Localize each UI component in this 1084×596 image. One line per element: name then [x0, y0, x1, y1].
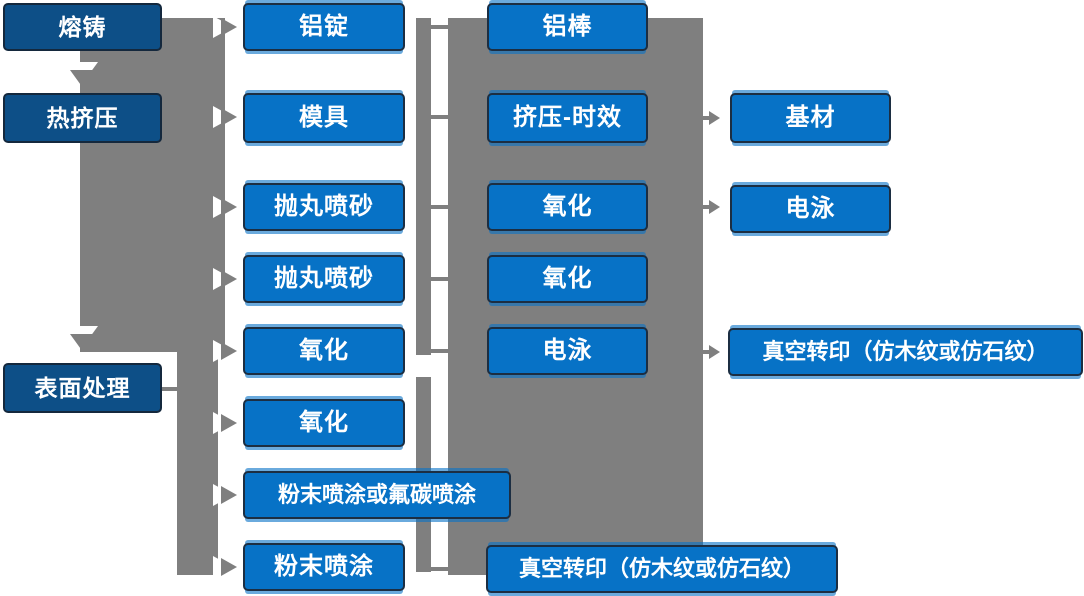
arrow-right-icon — [221, 270, 237, 288]
arrow-right-icon — [709, 200, 720, 214]
node-yanghua-c3a: 氧化 — [487, 183, 648, 231]
arrow-right-icon — [221, 198, 237, 216]
arrow-right-icon — [221, 558, 237, 576]
connector-surface-trunk — [177, 352, 218, 575]
arrow-down-icon — [70, 334, 96, 352]
arrow-right-icon — [221, 342, 237, 360]
arrow-right-icon — [221, 18, 237, 36]
connector-left-block — [80, 18, 225, 352]
node-paowan-1: 抛丸喷砂 — [243, 183, 405, 231]
arrow-stem — [703, 350, 710, 354]
connector-link-row8 — [431, 567, 448, 571]
arrow-stem — [703, 205, 710, 209]
node-moju: 模具 — [243, 93, 405, 143]
node-biaomianchuli: 表面处理 — [3, 363, 162, 413]
node-yanghua-c2b: 氧化 — [243, 399, 405, 447]
node-rongzhu: 熔铸 — [3, 3, 162, 51]
arrow-down-icon — [70, 70, 96, 88]
connector-link-row4 — [431, 277, 448, 281]
node-lvding: 铝锭 — [243, 3, 405, 51]
connector-link-row5 — [431, 349, 448, 353]
connector-link-row1 — [431, 25, 448, 29]
node-paowan-2: 抛丸喷砂 — [243, 255, 405, 303]
node-zhenkong-right: 真空转印（仿木纹或仿石纹） — [728, 328, 1083, 376]
node-jicai: 基材 — [730, 93, 891, 143]
node-yanghua-c2a: 氧化 — [243, 327, 405, 375]
arrow-right-icon — [709, 345, 720, 359]
node-fenmo: 粉末喷涂 — [243, 543, 405, 591]
node-lvbang: 铝棒 — [487, 3, 648, 51]
node-dianyong-c3: 电泳 — [487, 327, 648, 375]
node-fenmo-fluoro: 粉末喷涂或氟碳喷涂 — [243, 471, 511, 519]
connector-surface-link — [162, 387, 178, 391]
arrow-stem — [703, 116, 710, 120]
connector-link-row2 — [431, 115, 448, 119]
node-jiya-shixiao: 挤压-时效 — [487, 93, 648, 143]
connector-link-row3 — [431, 205, 448, 209]
connector-mid-bar-upper — [416, 18, 431, 355]
node-yanghua-c3b: 氧化 — [487, 255, 648, 303]
arrow-right-icon — [221, 414, 237, 432]
arrow-right-icon — [709, 111, 720, 125]
node-zhenkong-bottom: 真空转印（仿木纹或仿石纹） — [486, 545, 838, 593]
node-dianyong-c4: 电泳 — [730, 185, 891, 233]
node-rejiya: 热挤压 — [3, 93, 162, 143]
arrow-right-icon — [221, 108, 237, 126]
arrow-right-icon — [221, 486, 237, 504]
